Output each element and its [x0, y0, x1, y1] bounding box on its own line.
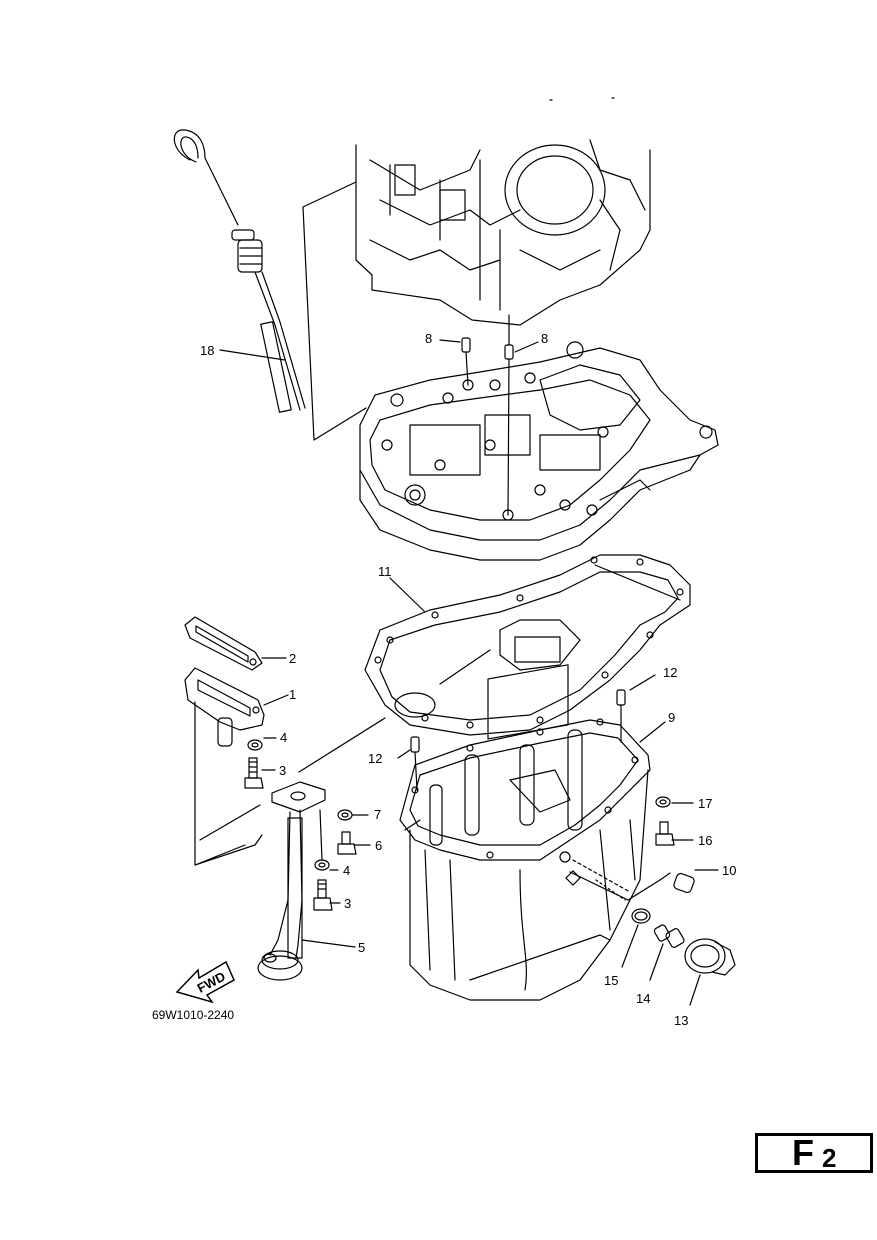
washer-7: [337, 809, 353, 821]
page-id-number: 2: [822, 1143, 837, 1173]
bolt-3-upper: [244, 757, 264, 789]
callout-3-upper: 3: [279, 763, 286, 778]
callout-1: 1: [289, 687, 296, 702]
oil-pan-gasket: [364, 554, 691, 736]
callout-15: 15: [604, 973, 618, 988]
callout-4-upper: 4: [280, 730, 287, 745]
dowel-pin-12-left: [410, 736, 420, 753]
callout-13: 13: [674, 1013, 688, 1028]
diagram-code: 69W1010-2240: [152, 1008, 235, 1022]
callout-10: 10: [722, 863, 736, 878]
callout-12-right: 12: [663, 665, 677, 680]
exhaust-guide: [359, 341, 719, 561]
page-id-box: [755, 1133, 873, 1173]
bolt-16: [655, 821, 675, 846]
o-ring-15: [631, 908, 651, 924]
bolt-3-lower: [313, 879, 333, 911]
callout-16: 16: [698, 833, 712, 848]
callout-17: 17: [698, 796, 712, 811]
plug-10: [659, 872, 695, 894]
oil-strainer: [184, 667, 265, 747]
callout-4-lower: 4: [343, 863, 350, 878]
dowel-pin-8-right: [504, 314, 514, 516]
dowel-pin-12-right: [616, 689, 626, 706]
callout-9: 9: [668, 710, 675, 725]
callout-5: 5: [358, 940, 365, 955]
callout-8-left: 8: [425, 331, 432, 346]
bolt-6: [337, 831, 357, 855]
drain-bolt-14: [653, 924, 685, 948]
oil-dipstick: [173, 129, 306, 413]
callout-14: 14: [636, 991, 650, 1006]
callout-12-left: 12: [368, 751, 382, 766]
dowel-pin-8-left: [461, 337, 471, 386]
oil-pan: [399, 664, 651, 1001]
callout-7: 7: [374, 807, 381, 822]
washer-4-upper: [247, 739, 263, 751]
strainer-gasket: [184, 616, 263, 671]
callout-2: 2: [289, 651, 296, 666]
callout-3-lower: 3: [344, 896, 351, 911]
callout-6: 6: [375, 838, 382, 853]
callout-11: 11: [378, 564, 392, 579]
washer-17: [655, 796, 671, 808]
crankcase-block: [355, 139, 651, 326]
guide-bracket: [302, 181, 367, 441]
callout-18: 18: [200, 343, 214, 358]
fwd-arrow: FWD: [175, 960, 235, 1004]
cap-13: [684, 938, 736, 976]
oil-suction-pipe: [257, 781, 326, 981]
callout-8-right: 8: [541, 331, 548, 346]
page-id-letter: F: [792, 1132, 814, 1173]
washer-4-lower: [314, 859, 330, 871]
